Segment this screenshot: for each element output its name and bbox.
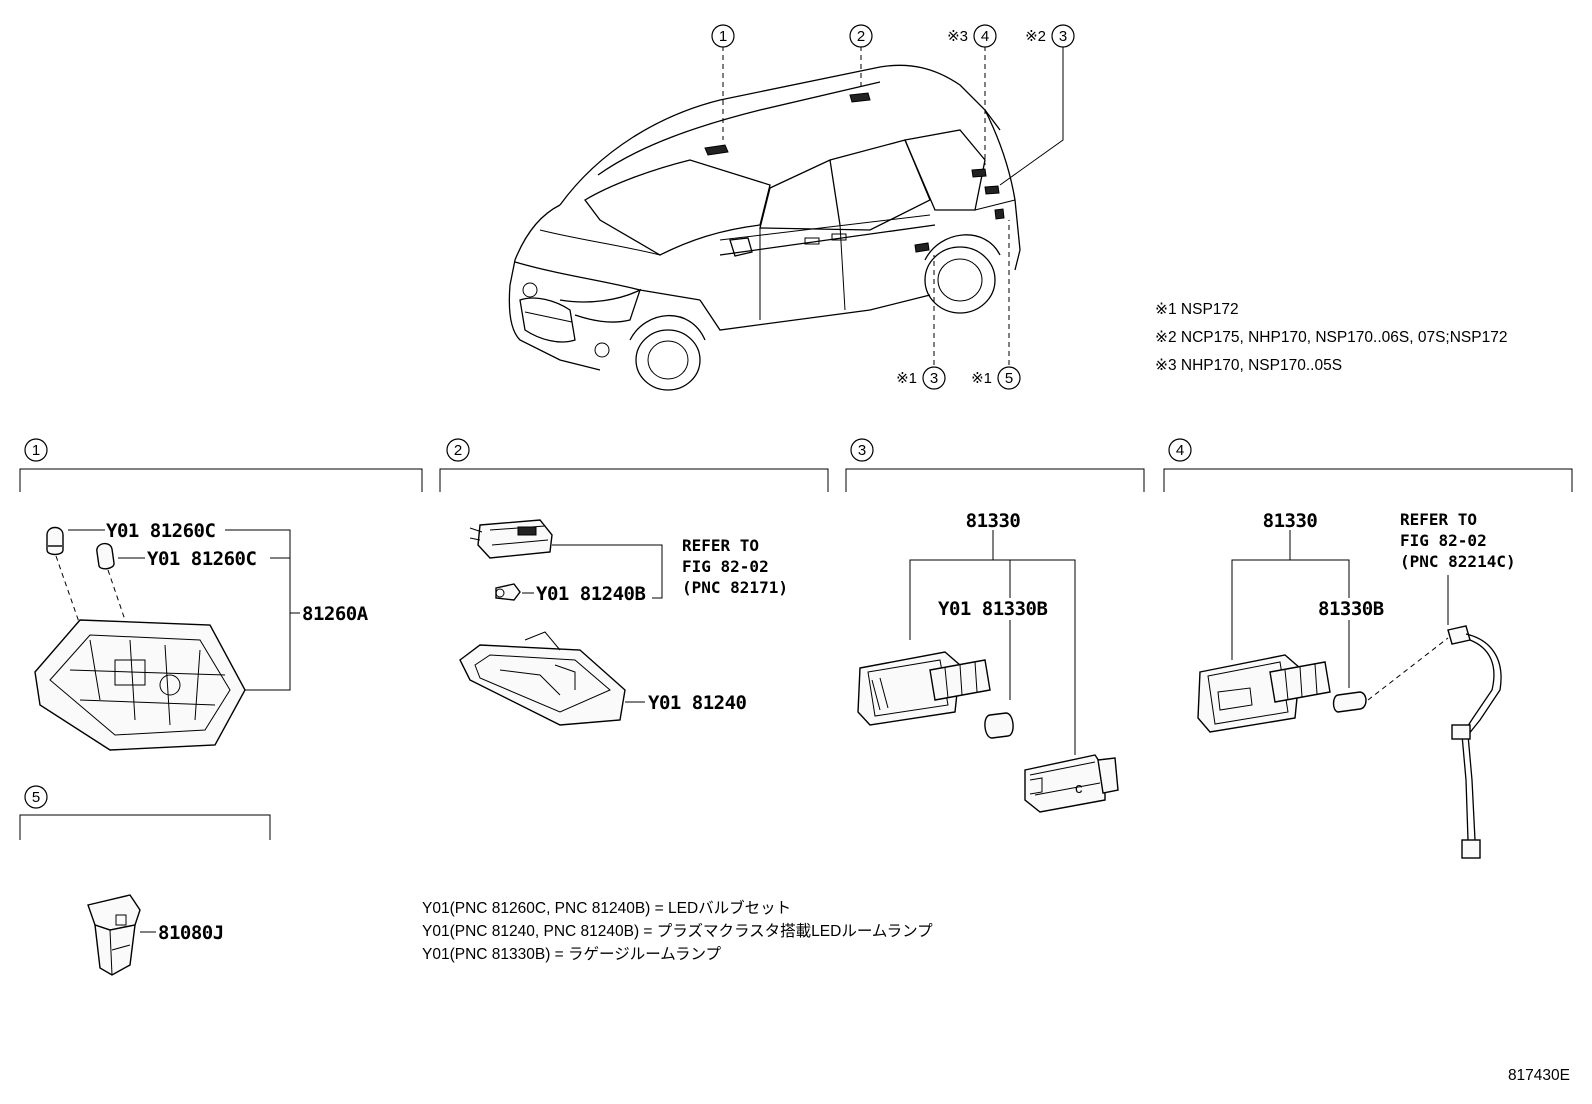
room-lamp-assembly bbox=[34, 619, 246, 751]
footnote-1: Y01(PNC 81260C, PNC 81240B) = LEDバルブセット bbox=[422, 898, 791, 917]
bulb-icon bbox=[1332, 691, 1367, 713]
note-1: ※1 NSP172 bbox=[1155, 301, 1239, 318]
callout-4-top: ※3 4 bbox=[947, 24, 997, 48]
footnotes: Y01(PNC 81260C, PNC 81240B) = LEDバルブセット … bbox=[422, 898, 933, 963]
part-number: Y01 81260C bbox=[147, 548, 256, 570]
svg-text:2: 2 bbox=[454, 442, 462, 459]
refer-line: FIG 82-02 bbox=[682, 557, 769, 576]
section-3-header: 3 bbox=[845, 438, 1145, 492]
part-number: 81330 bbox=[966, 510, 1021, 532]
bulb-icon bbox=[46, 526, 64, 556]
vehicle-illustration bbox=[508, 64, 1021, 391]
bulb-icon bbox=[984, 712, 1014, 739]
svg-text:5: 5 bbox=[1005, 370, 1013, 387]
svg-text:2: 2 bbox=[857, 28, 865, 45]
callout-3-bottom: ※1 3 bbox=[896, 366, 946, 390]
footnote-3: Y01(PNC 81330B) = ラゲージルームランプ bbox=[422, 945, 722, 963]
part-number: Y01 81240 bbox=[648, 692, 747, 714]
svg-text:※1: ※1 bbox=[971, 370, 992, 387]
svg-text:3: 3 bbox=[1059, 28, 1067, 45]
callout-1-top: 1 bbox=[711, 24, 735, 48]
car-leaders bbox=[722, 46, 1064, 365]
svg-text:※2: ※2 bbox=[1025, 28, 1046, 45]
refer-line: REFER TO bbox=[682, 536, 759, 555]
refer-line: FIG 82-02 bbox=[1400, 531, 1487, 550]
model-notes: ※1 NSP172 ※2 NCP175, NHP170, NSP170..06S… bbox=[1155, 301, 1507, 374]
part-number: 81260A bbox=[302, 603, 369, 625]
bulb-icon bbox=[96, 542, 115, 570]
lamp-switch: c bbox=[1024, 754, 1119, 813]
refer-line: (PNC 82214C) bbox=[1400, 552, 1516, 571]
section-1-parts: Y01 81260C Y01 81260C 81260A bbox=[34, 520, 369, 751]
footnote-2: Y01(PNC 81240, PNC 81240B) = プラズマクラスタ搭載L… bbox=[422, 922, 933, 940]
switch-mark-icon: c bbox=[1075, 780, 1083, 797]
note-2: ※2 NCP175, NHP170, NSP170..06S, 07S;NSP1… bbox=[1155, 329, 1507, 346]
connector-icon bbox=[469, 519, 553, 559]
wire-harness bbox=[1447, 625, 1502, 859]
section-5-header: 5 bbox=[19, 785, 271, 840]
section-2-header: 2 bbox=[439, 438, 829, 492]
svg-text:3: 3 bbox=[858, 442, 866, 459]
svg-text:5: 5 bbox=[32, 789, 40, 806]
section-3-parts: 81330 Y01 81330B c bbox=[857, 510, 1119, 813]
svg-text:※3: ※3 bbox=[947, 28, 968, 45]
section-1-header: 1 bbox=[19, 438, 423, 492]
svg-text:4: 4 bbox=[981, 28, 989, 45]
door-switch bbox=[87, 894, 141, 976]
refer-line: REFER TO bbox=[1400, 510, 1477, 529]
callout-3-top: ※2 3 bbox=[1025, 24, 1075, 48]
section-4-header: 4 bbox=[1163, 438, 1573, 492]
callout-2-top: 2 bbox=[849, 24, 873, 48]
section-5-parts: 81080J bbox=[87, 894, 224, 976]
svg-text:※1: ※1 bbox=[896, 370, 917, 387]
luggage-lamp bbox=[1197, 654, 1331, 733]
note-3: ※3 NHP170, NSP170..05S bbox=[1155, 357, 1342, 374]
part-number: 81330B bbox=[1318, 598, 1384, 620]
svg-text:1: 1 bbox=[719, 28, 727, 45]
svg-text:3: 3 bbox=[930, 370, 938, 387]
refer-line: (PNC 82171) bbox=[682, 578, 788, 597]
luggage-lamp bbox=[857, 651, 991, 726]
svg-text:4: 4 bbox=[1176, 442, 1184, 459]
bulb-icon bbox=[495, 583, 521, 601]
section-2-parts: Y01 81240B Y01 81240 REFER TO FIG 82-02 … bbox=[459, 519, 788, 726]
room-lamp-housing bbox=[459, 631, 626, 726]
part-number: 81330 bbox=[1263, 510, 1318, 532]
part-number: Y01 81330B bbox=[938, 598, 1047, 620]
part-number: Y01 81240B bbox=[536, 583, 645, 605]
callout-5-bottom: ※1 5 bbox=[971, 366, 1021, 390]
diagram-id: 817430E bbox=[1508, 1067, 1570, 1084]
svg-text:1: 1 bbox=[32, 442, 40, 459]
part-number: 81080J bbox=[158, 922, 224, 944]
section-4-parts: 81330 81330B REFER TO FIG 82-02 (PNC 822… bbox=[1197, 510, 1516, 859]
part-number: Y01 81260C bbox=[106, 520, 215, 542]
